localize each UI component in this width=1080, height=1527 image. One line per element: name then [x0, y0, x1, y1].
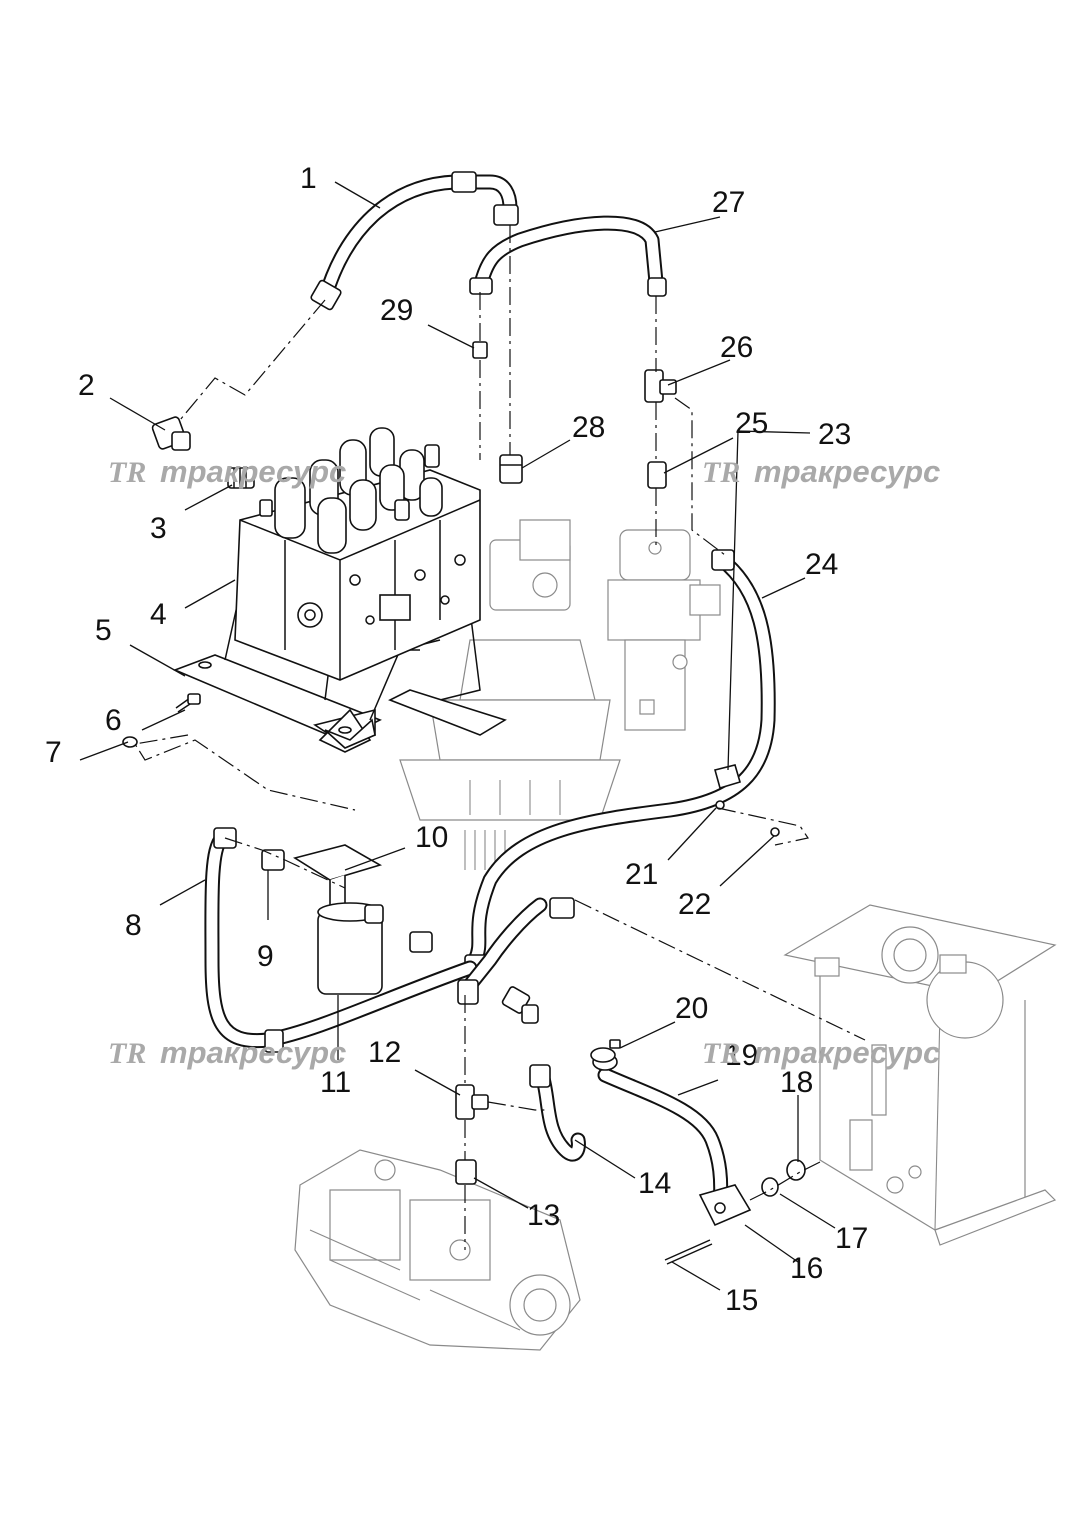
fitting-right-9: [549, 897, 575, 919]
callout-15: 15: [725, 1284, 758, 1317]
elbow-upper: [501, 986, 539, 1024]
flange-16: [698, 1184, 752, 1227]
fitting-tee-12: [455, 1084, 489, 1120]
callout-19: 19: [725, 1039, 758, 1072]
nut-22: [770, 827, 780, 837]
callout-26: 26: [720, 331, 753, 364]
callout-25: 25: [735, 407, 768, 440]
fitting-29: [472, 341, 488, 359]
leader-lines: [79, 181, 836, 1291]
watermark-logo: TR: [108, 1037, 146, 1070]
adapter-3: [227, 467, 255, 489]
callout-24: 24: [805, 548, 838, 581]
center-lines: [134, 225, 866, 1250]
watermark-bottom-right: TR тракресурс: [702, 1035, 940, 1070]
callout-28: 28: [572, 411, 605, 444]
callout-1: 1: [300, 162, 317, 195]
clamp-20: [590, 1039, 621, 1063]
callout-4: 4: [150, 598, 167, 631]
callout-9: 9: [257, 940, 274, 973]
watermark-top-right: TR тракресурс: [702, 454, 940, 489]
swing-motor-ghost: [399, 519, 621, 870]
callout-5: 5: [95, 614, 112, 647]
hose-1: [310, 171, 519, 311]
hose-8: [204, 827, 478, 1053]
watermark-logo: TR: [702, 1037, 740, 1070]
bolt-6: [175, 693, 201, 713]
watermark-text: тракресурс: [160, 454, 346, 489]
elbow-2: [151, 416, 191, 451]
main-pump-ghost: [294, 1149, 581, 1351]
adapter-near-filter: [409, 931, 433, 953]
adapter-13: [455, 1159, 477, 1185]
fitting-28: [499, 454, 523, 484]
callout-16: 16: [790, 1252, 823, 1285]
callout-6: 6: [105, 704, 122, 737]
adapter-9: [261, 849, 285, 871]
callout-14: 14: [638, 1167, 671, 1200]
watermark-text: тракресурс: [160, 1035, 346, 1070]
callout-7: 7: [45, 736, 62, 769]
callout-20: 20: [675, 992, 708, 1025]
o-ring-17: [761, 1177, 779, 1197]
callout-8: 8: [125, 909, 142, 942]
callout-2: 2: [78, 369, 95, 402]
callout-27: 27: [712, 186, 745, 219]
callout-23: 23: [818, 418, 851, 451]
callout-17: 17: [835, 1222, 868, 1255]
callout-12: 12: [368, 1036, 401, 1069]
hydraulic-tank-ghost: [783, 904, 1057, 1246]
hose-27: [469, 215, 667, 297]
callout-18: 18: [780, 1066, 813, 1099]
callout-21: 21: [625, 858, 658, 891]
o-ring-18: [786, 1159, 806, 1181]
filter-11: [317, 902, 384, 995]
center-joint-ghost: [607, 529, 721, 731]
watermark-logo: TR: [108, 456, 146, 489]
watermark-text: тракресурс: [754, 454, 940, 489]
hose-14: [529, 1064, 586, 1162]
callout-11: 11: [320, 1066, 351, 1099]
washer-7: [122, 736, 138, 748]
bolt-21: [715, 800, 725, 810]
callout-3: 3: [150, 512, 167, 545]
control-valve: [234, 427, 481, 681]
callout-13: 13: [527, 1199, 560, 1232]
adapter-25: [647, 461, 667, 489]
callout-22: 22: [678, 888, 711, 921]
watermark-text: тракресурс: [754, 1035, 940, 1070]
watermark-top-left: TR тракресурс: [108, 454, 346, 489]
callout-labels: 1 2 3 4 5 6 7 8 9 10 11 12 13 14 15 16 1…: [45, 162, 868, 1317]
bolt-15: [664, 1239, 713, 1265]
hose-12: [457, 897, 548, 1005]
callout-29: 29: [380, 294, 413, 327]
watermark-logo: TR: [702, 456, 740, 489]
watermark-bottom-left: TR тракресурс: [108, 1035, 346, 1070]
tee-26: [644, 369, 677, 403]
callout-10: 10: [415, 821, 448, 854]
